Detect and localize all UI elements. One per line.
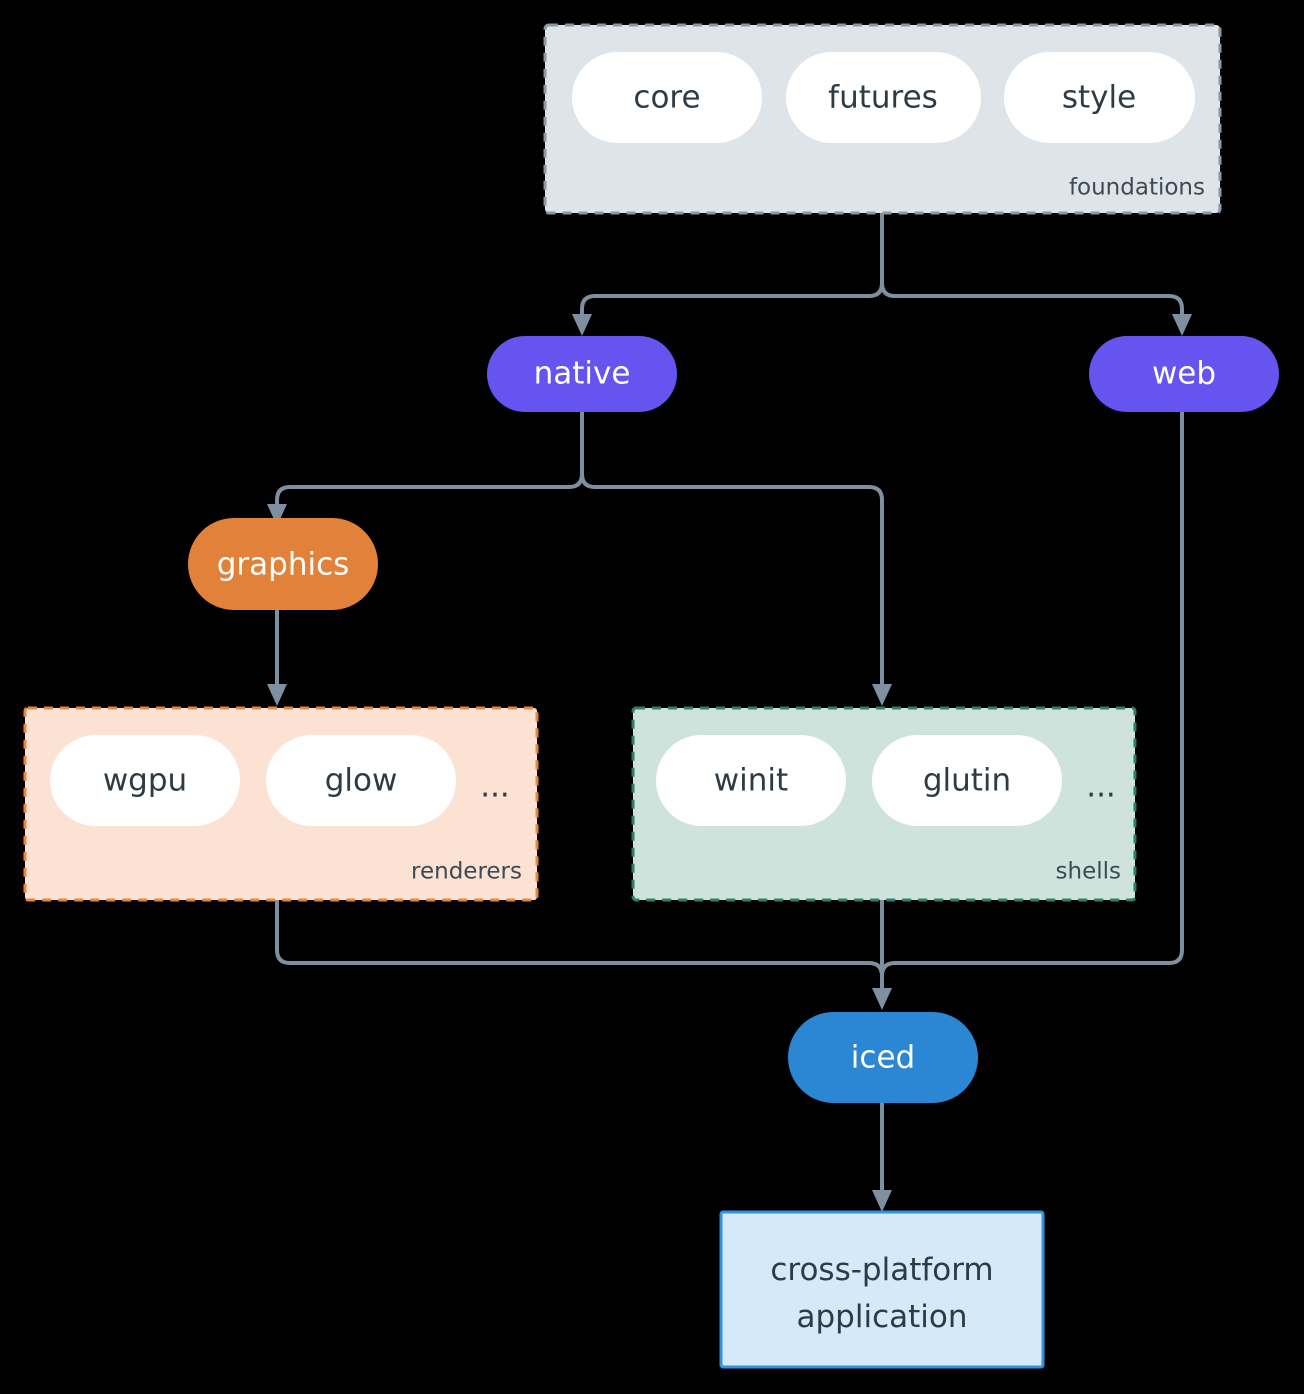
iced-label: iced — [851, 1040, 915, 1076]
renderers-ellipsis: ... — [480, 769, 510, 805]
native-pill[interactable] — [487, 336, 677, 412]
group-foundations: core futures style foundations — [543, 23, 1222, 215]
native-label: native — [534, 356, 631, 392]
node-iced[interactable]: iced — [788, 1012, 978, 1103]
group-shells: winit glutin ... shells — [631, 706, 1137, 902]
foundations-group-label: foundations — [1069, 175, 1205, 201]
node-futures[interactable]: futures — [786, 52, 981, 143]
core-pill[interactable] — [572, 52, 762, 143]
node-style[interactable]: style — [1004, 52, 1195, 143]
edge-layer — [267, 212, 1192, 1212]
wgpu-label: wgpu — [103, 763, 187, 799]
node-glutin[interactable]: glutin — [872, 735, 1062, 826]
futures-pill[interactable] — [786, 52, 981, 143]
style-label: style — [1062, 80, 1136, 116]
style-pill[interactable] — [1004, 52, 1195, 143]
wgpu-pill[interactable] — [50, 735, 240, 826]
shells-group-label: shells — [1056, 859, 1121, 885]
shells-ellipsis: ... — [1086, 769, 1116, 805]
edge-foundations-to-native — [572, 212, 884, 336]
arrow-head — [267, 504, 287, 526]
arrow-head — [872, 684, 892, 706]
graphics-pill[interactable] — [188, 518, 378, 610]
edge-graphics-to-renderers — [267, 610, 287, 706]
node-glow[interactable]: glow — [266, 735, 456, 826]
node-winit[interactable]: winit — [656, 735, 846, 826]
winit-pill[interactable] — [656, 735, 846, 826]
edge-iced-to-application — [872, 1103, 892, 1212]
renderers-group-label: renderers — [411, 859, 522, 885]
group-renderers: wgpu glow ... renderers — [23, 706, 539, 902]
glutin-label: glutin — [923, 763, 1011, 799]
arrow-head — [872, 1190, 892, 1212]
node-graphics[interactable]: graphics — [188, 518, 378, 610]
node-core[interactable]: core — [572, 52, 762, 143]
edge-web-to-iced — [872, 412, 1184, 1010]
web-label: web — [1152, 356, 1216, 392]
web-pill[interactable] — [1089, 336, 1279, 412]
core-label: core — [633, 80, 700, 116]
glow-label: glow — [325, 763, 398, 799]
graphics-label: graphics — [217, 547, 350, 583]
arrow-head — [572, 314, 592, 336]
node-native[interactable]: native — [487, 336, 677, 412]
arrow-head — [872, 988, 892, 1010]
edge-native-to-graphics — [267, 412, 584, 526]
edge-native-to-shells — [580, 412, 892, 706]
node-web[interactable]: web — [1089, 336, 1279, 412]
futures-label: futures — [828, 80, 938, 116]
node-cross-platform-application[interactable]: cross-platform application — [719, 1210, 1045, 1369]
node-wgpu[interactable]: wgpu — [50, 735, 240, 826]
glow-pill[interactable] — [266, 735, 456, 826]
application-label-line2: application — [797, 1299, 968, 1335]
arrow-head — [267, 684, 287, 706]
edge-renderers-to-iced — [275, 900, 884, 996]
application-box[interactable] — [719, 1210, 1045, 1369]
edge-foundations-to-web — [880, 212, 1192, 336]
arrow-head — [1172, 314, 1192, 336]
iced-pill[interactable] — [788, 1012, 978, 1103]
glutin-pill[interactable] — [872, 735, 1062, 826]
winit-label: winit — [714, 763, 788, 799]
application-label-line1: cross-platform — [770, 1252, 993, 1288]
